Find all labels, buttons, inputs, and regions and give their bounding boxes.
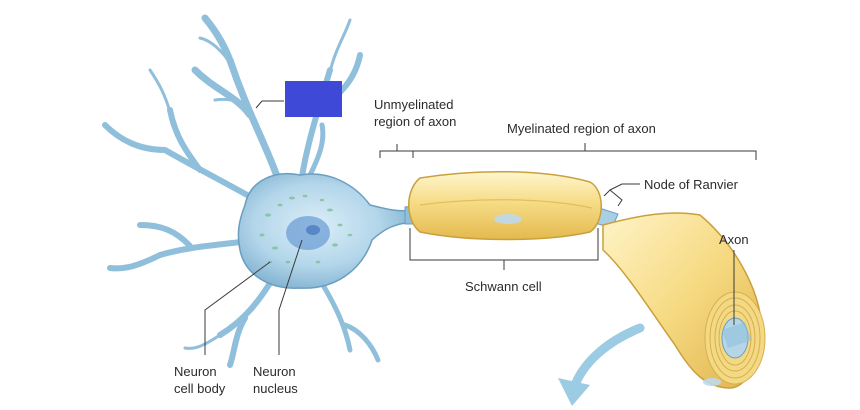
zoom-arrow [570, 323, 645, 390]
leader-lines [204, 100, 757, 355]
label-schwann-cell: Schwann cell [465, 279, 542, 294]
label-axon: Axon [719, 232, 749, 247]
label-neuron-nucleus: Neuron nucleus [253, 364, 298, 396]
granules [259, 194, 353, 264]
label-neuron-cell-body: Neuron cell body [174, 364, 226, 396]
label-unmyelinated-region: Unmyelinated region of axon [374, 97, 457, 129]
label-myelinated-region: Myelinated region of axon [507, 121, 656, 136]
label-node-of-ranvier: Node of Ranvier [644, 177, 738, 192]
zoom-arrow-head [558, 378, 590, 406]
schwann-cell-segment-1 [408, 171, 602, 241]
blank-label-box[interactable] [285, 81, 342, 117]
